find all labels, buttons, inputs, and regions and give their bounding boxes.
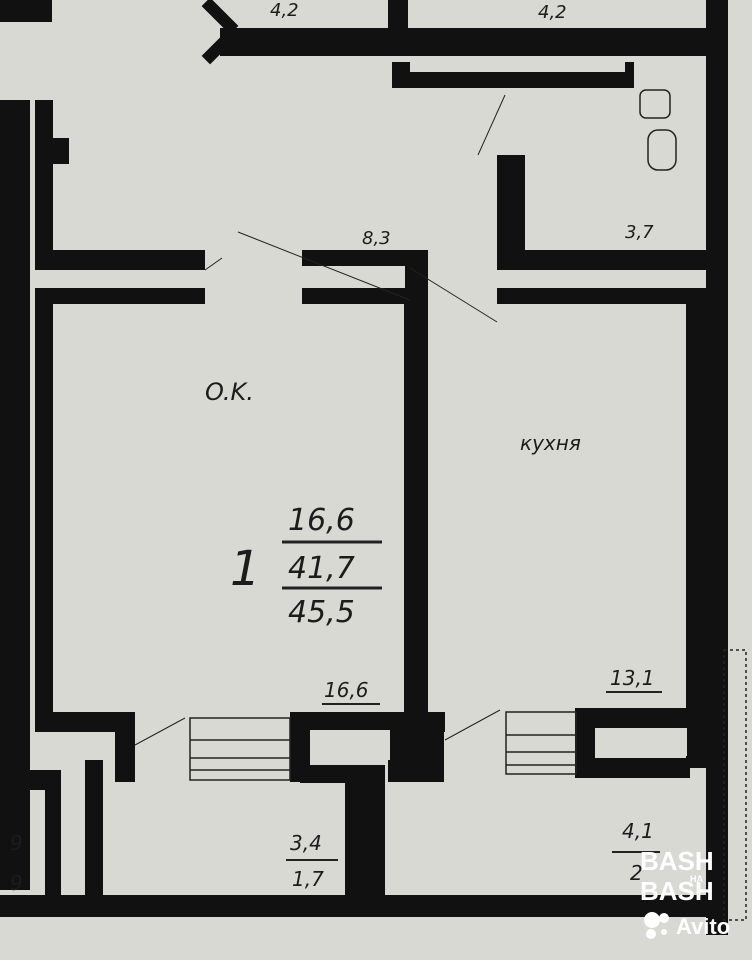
door-swing-bath [477,94,506,156]
bash-watermark-mid: НА [690,874,703,884]
corridor-door-stub [115,712,135,782]
apartment-rooms-count: 1 [230,541,261,597]
left-horizontal-wall [35,250,205,270]
door-swing-kitchen [409,267,498,323]
avito-logo-icon [644,912,669,939]
bath-left-wall [497,155,525,265]
apartment-living-area: 16,6 [288,503,355,538]
room-area-kitchen: 13,1 [610,666,655,690]
living-left-wall [35,288,53,728]
dim-left-top: 9 [10,831,23,855]
window-panels [189,649,747,921]
living-top-wall-left [35,288,205,304]
corridor-mid-stub [290,712,310,782]
avito-watermark-text: Avito [676,914,730,939]
balcony-hatch [723,649,747,921]
corridor-left-wall [85,760,103,910]
bash-watermark-bottom: BASH [640,876,714,906]
bath-tub [535,196,687,246]
living-window-panel [189,717,291,781]
kitchen-bottom-hollow [595,728,687,756]
door-cross-icon [201,0,239,65]
corridor-right-block [388,712,444,782]
door-swing-kitchen-bottom [444,709,501,741]
dim-right-top: 4,1 [622,819,654,843]
room-label-living: O.K. [205,378,254,406]
corridor-right-wall [345,765,385,915]
toilet-icon [639,89,677,171]
bottom-wall [0,895,720,917]
wall-hollows [309,62,687,760]
dim-top-right: 4,2 [538,2,567,23]
door-header-bottom [302,288,407,304]
living-right-wall [404,250,428,730]
top-wall [220,28,720,56]
door-swing-living [237,231,411,301]
apartment-total-area: 45,5 [288,595,355,630]
dim-right-bottom: 2 [630,861,643,885]
kitchen-window-panel [505,711,577,775]
kitchen-bottom-wall [575,708,690,728]
dim-corridor-bottom: 1,7 [292,867,324,891]
left-stub [53,138,69,164]
bath-bottom-wall [497,250,707,270]
corridor-hollow [310,730,390,760]
right-outer-wall [706,0,728,935]
kitchen-right-wall [686,288,708,768]
top-left-corner-wall [0,0,52,22]
left-outer-wall [0,100,30,890]
avito-watermark: Avito [644,912,730,939]
door-swing-corridor [134,717,186,746]
dim-left-bottom: 9 [10,871,23,895]
dim-bath: 3,7 [625,222,654,243]
bash-watermark: BASH НА BASH [640,846,714,906]
door-header-top [302,250,427,266]
kitchen-top-wall [497,288,707,304]
dim-top-left: 4,2 [270,0,299,21]
top-partition [388,0,408,35]
room-label-kitchen: кухня [520,431,581,455]
apartment-useful-area: 41,7 [288,551,355,586]
bath-top-hollow [410,62,625,72]
left-inner-upper-wall [35,100,53,270]
door-swing-left [204,257,223,271]
dim-corridor-top: 3,4 [290,831,322,855]
kitchen-bottom-lower [595,758,690,778]
kitchen-vent [515,304,610,314]
living-bottom-wall-left [35,712,135,732]
door-swings [134,94,506,746]
dim-door-left: 8,3 [362,228,391,249]
kitchen-bottom-stub [575,708,595,778]
room-area-living: 16,6 [324,678,369,702]
door-header-hollow [309,266,405,288]
corridor-left-stub [45,770,61,910]
bash-watermark-top: BASH [640,846,714,876]
